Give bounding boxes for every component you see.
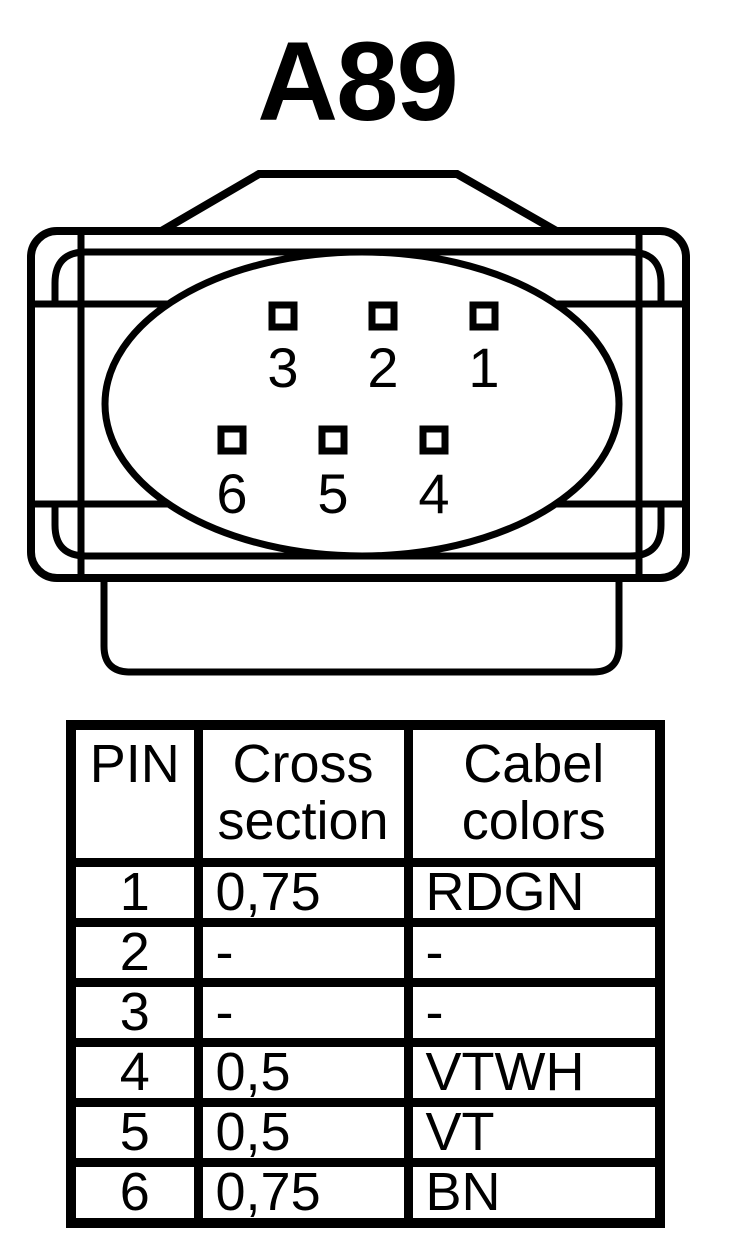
pin-cell: 6 (66, 1158, 203, 1228)
table-row: 2-- (66, 918, 665, 987)
pin-number-3: 3 (267, 336, 298, 399)
pin-square-2 (368, 301, 398, 331)
table-row: 3-- (66, 978, 665, 1047)
cable-color-cell: VTWH (403, 1038, 665, 1107)
pin-square-4 (419, 425, 449, 455)
pin-square-1 (469, 301, 499, 331)
connector-oval-cavity (101, 248, 623, 560)
pin-cell: 4 (66, 1038, 203, 1107)
connector-diagram: 3 2 1 6 5 4 (27, 170, 690, 676)
header-pin: PIN (66, 720, 203, 867)
connector-trapezoid-key (143, 170, 576, 237)
cross-section-cell: - (193, 918, 413, 987)
header-cross-section: Cross section (193, 720, 413, 867)
pin-square-6 (217, 425, 247, 455)
page-title: A89 (257, 19, 458, 144)
pin-number-6: 6 (216, 462, 247, 525)
cross-section-cell: - (193, 978, 413, 1047)
pin-cell: 2 (66, 918, 203, 987)
header-cable-colors: Cabel colors (403, 720, 665, 867)
pins-layer: 3 2 1 6 5 4 (216, 301, 500, 525)
pin-cell: 1 (66, 858, 203, 927)
pin-number-1: 1 (468, 336, 499, 399)
cross-section-cell: 0,75 (193, 858, 413, 927)
cross-section-cell: 0,75 (193, 1158, 413, 1228)
cable-color-cell: RDGN (403, 858, 665, 927)
cable-color-cell: - (403, 918, 665, 987)
cable-color-cell: BN (403, 1158, 665, 1228)
pin-square-5 (318, 425, 348, 455)
pin-number-2: 2 (367, 336, 398, 399)
cross-section-cell: 0,5 (193, 1038, 413, 1107)
connector-bottom-tab (100, 575, 623, 676)
pin-number-4: 4 (418, 462, 449, 525)
pin-cell: 5 (66, 1098, 203, 1167)
cable-color-cell: VT (403, 1098, 665, 1167)
pin-cell: 3 (66, 978, 203, 1047)
cable-color-cell: - (403, 978, 665, 1047)
cross-section-cell: 0,5 (193, 1098, 413, 1167)
pin-number-5: 5 (317, 462, 348, 525)
pin-square-3 (268, 301, 298, 331)
table-header-row: PIN Cross section Cabel colors (66, 720, 665, 867)
